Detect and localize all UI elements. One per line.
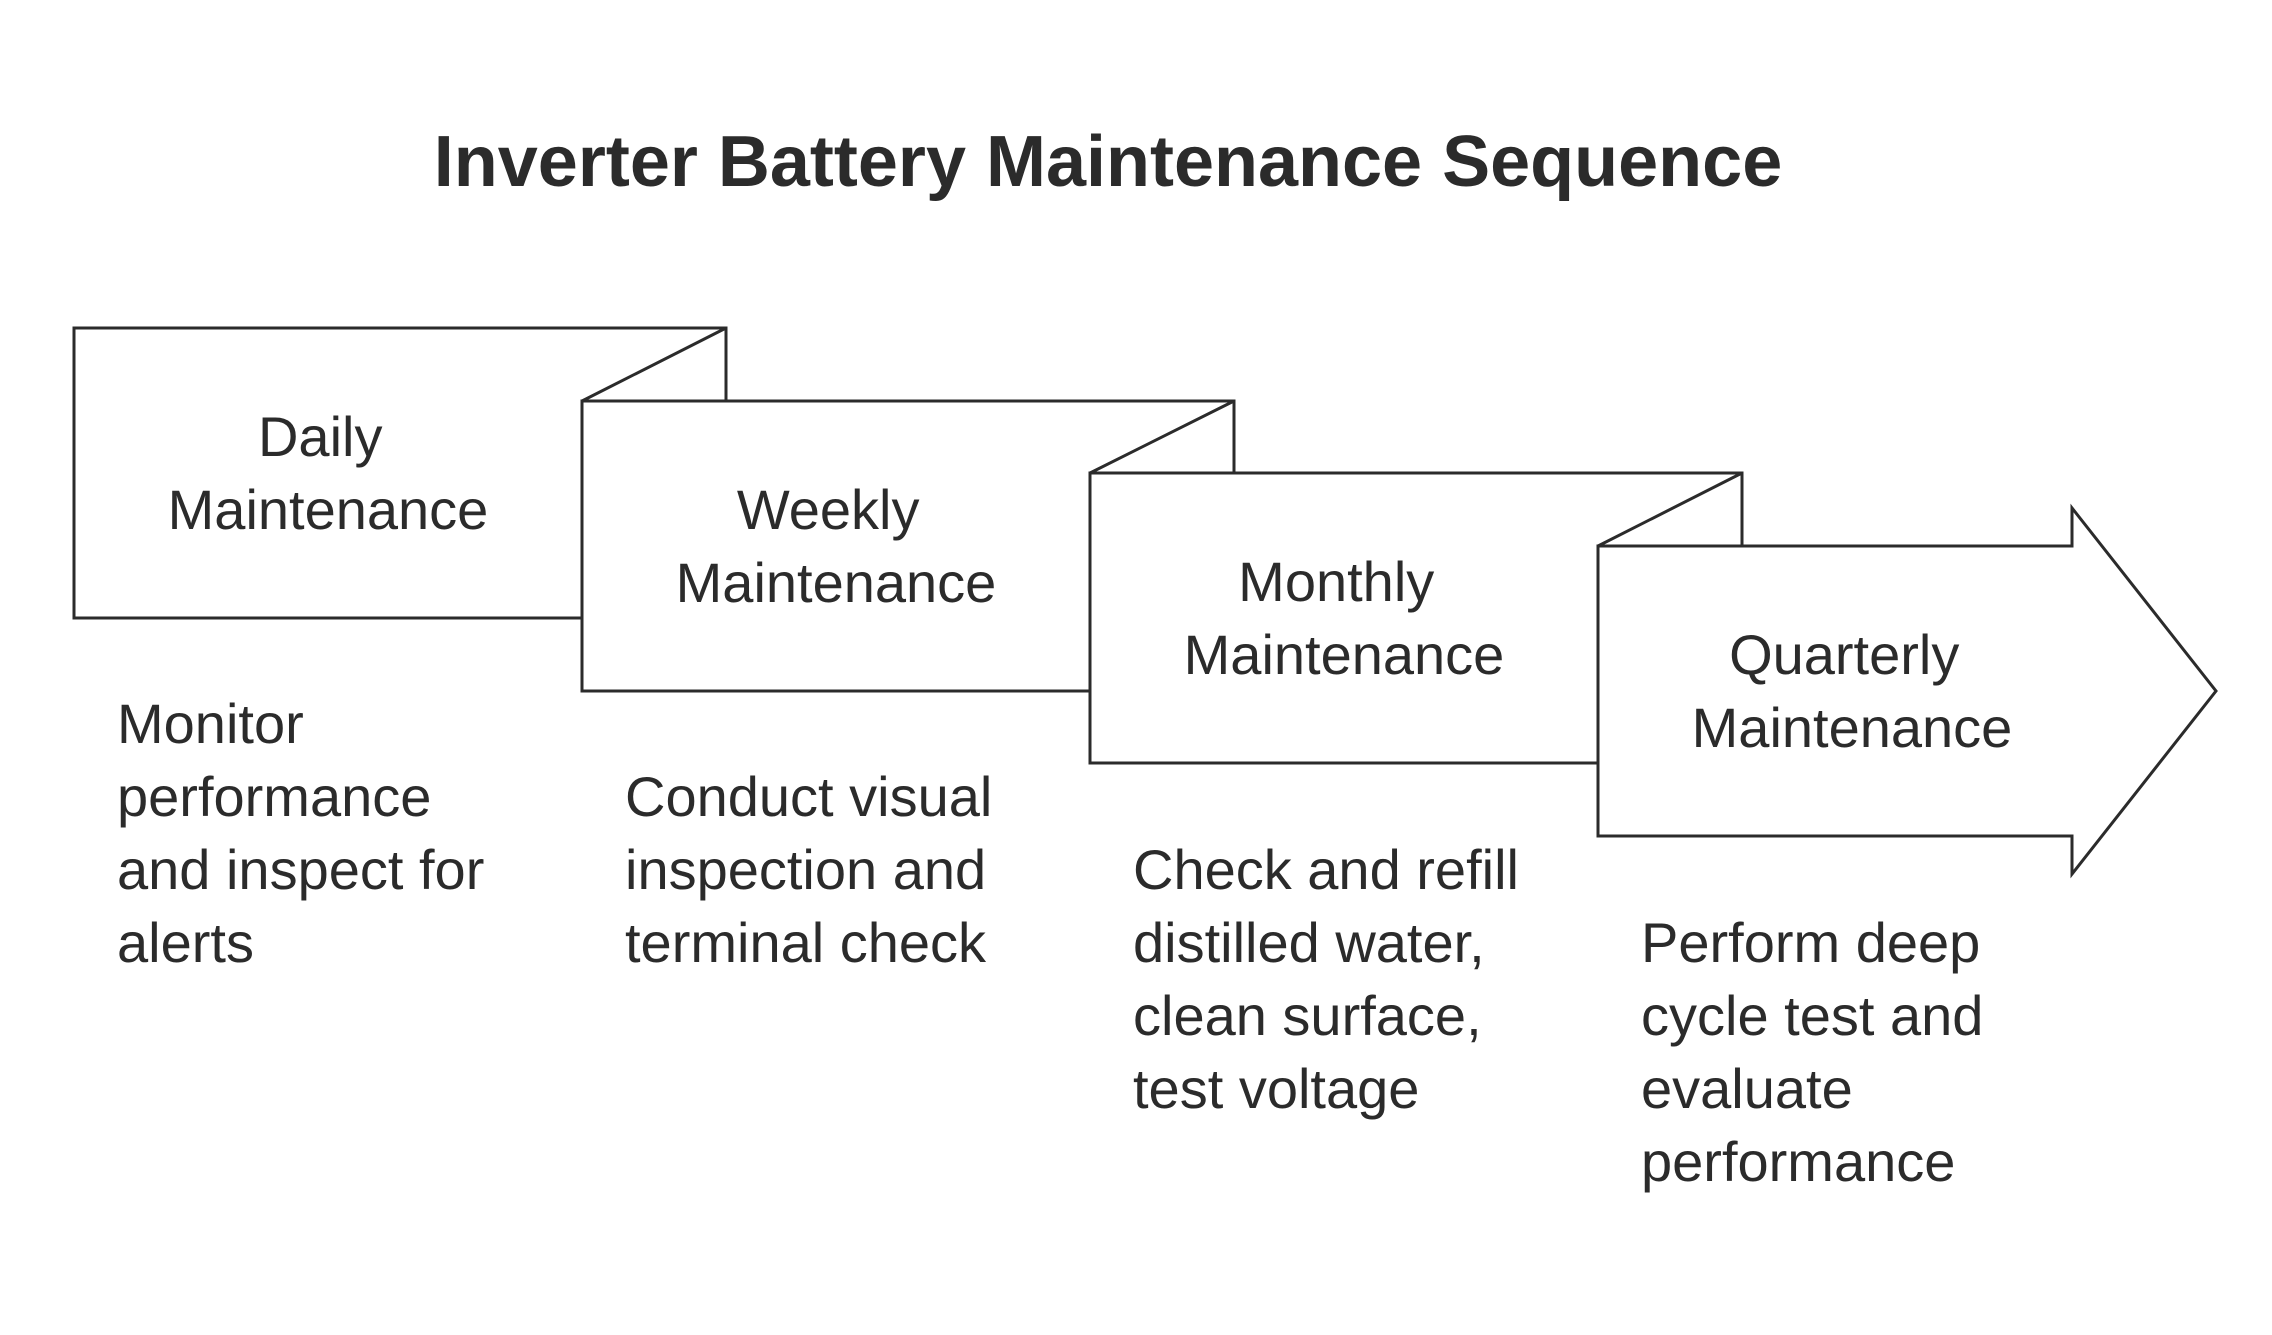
step-quarterly-description: Perform deep cycle test and evaluate per… <box>1641 911 1999 1193</box>
step-monthly-description: Check and refill distilled water, clean … <box>1133 838 1535 1120</box>
step-monthly-label: Monthly Maintenance <box>1184 550 1505 686</box>
step-monthly-fold <box>1089 399 1235 475</box>
step-daily-description: Monitor performance and inspect for aler… <box>117 692 500 974</box>
step-daily: Daily Maintenance Monitor performance an… <box>72 326 728 974</box>
step-weekly-label: Weekly Maintenance <box>676 478 997 614</box>
step-quarterly-fold <box>1597 471 1743 548</box>
step-monthly: Monthly Maintenance Check and refill dis… <box>1088 399 1744 1120</box>
step-weekly-description: Conduct visual inspection and terminal c… <box>625 765 1008 974</box>
step-quarterly-label: Quarterly Maintenance <box>1692 623 2013 759</box>
step-weekly-fold <box>581 326 727 403</box>
step-quarterly: Quarterly Maintenance Perform deep cycle… <box>1596 471 2218 1193</box>
step-daily-label: Daily Maintenance <box>168 405 489 541</box>
step-quarterly-arrow <box>1596 503 2218 879</box>
diagram-title: Inverter Battery Maintenance Sequence <box>434 122 1783 202</box>
